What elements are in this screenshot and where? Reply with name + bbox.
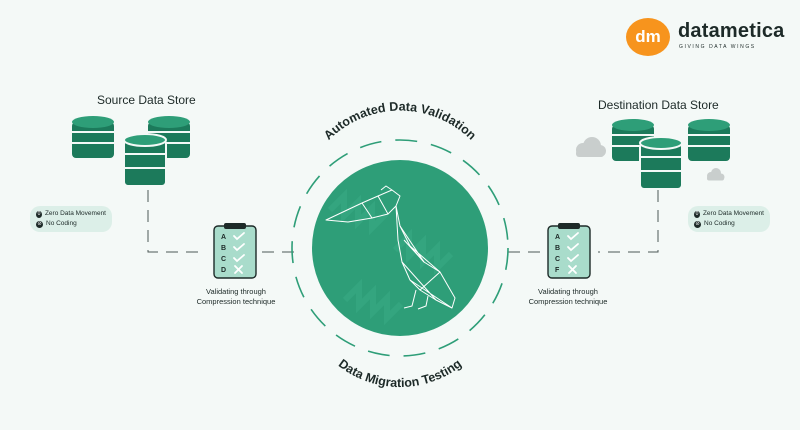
- checklist-letter: D: [221, 267, 226, 274]
- feature-item: 0 Zero Data Movement: [36, 209, 106, 219]
- no-code-icon: ⊘: [694, 220, 701, 228]
- feature-label: Zero Data Movement: [702, 210, 764, 217]
- no-code-icon: ⊘: [36, 220, 43, 228]
- migration-testing-label: Data Migration Testing: [336, 356, 464, 390]
- brand-logo-letters: dm: [635, 27, 661, 46]
- check-icon: [567, 243, 579, 252]
- source-store-title: Source Data Store: [97, 93, 196, 107]
- check-icon: [233, 243, 245, 252]
- checklist-letter: A: [221, 234, 226, 241]
- check-icon: [567, 254, 579, 263]
- caption-line: Validating through: [538, 287, 598, 296]
- checklist-letter: F: [555, 267, 560, 274]
- cloud-icon-small: [707, 168, 725, 181]
- zero-icon: 0: [694, 210, 700, 218]
- checklist-letter: B: [555, 245, 560, 252]
- source-checklist-icon: A B C D: [213, 223, 257, 279]
- caption-line: Validating through: [206, 287, 266, 296]
- checklist-letter: C: [221, 256, 226, 263]
- cross-icon: [234, 265, 243, 274]
- brand-name: datametica: [678, 20, 785, 42]
- caption-line: Compression technique: [196, 297, 276, 306]
- check-icon: [233, 254, 245, 263]
- source-database-icon: [72, 116, 190, 187]
- destination-checklist-icon: A B C F: [547, 223, 591, 279]
- feature-item: 0 Zero Data Movement: [694, 209, 764, 219]
- pelican-icon: [325, 185, 456, 310]
- source-connector: [147, 190, 300, 253]
- feature-item: ⊘ No Coding: [694, 219, 764, 229]
- validation-ring: [291, 139, 509, 357]
- check-icon: [567, 232, 579, 241]
- check-icon: [233, 232, 245, 241]
- checklist-letter: C: [555, 256, 560, 263]
- cross-icon: [568, 265, 577, 274]
- brand-tagline: GIVING DATA WINGS: [679, 44, 756, 50]
- destination-connector: [500, 190, 659, 253]
- caption-line: Compression technique: [528, 297, 608, 306]
- zero-icon: 0: [36, 210, 42, 218]
- checklist-letter: B: [221, 245, 226, 252]
- cloud-icon: [576, 137, 606, 157]
- automated-validation-label: Automated Data Validation: [321, 100, 479, 143]
- destination-features-pill: 0 Zero Data Movement ⊘ No Coding: [688, 206, 770, 232]
- destination-database-icon: [612, 119, 730, 190]
- brand-logo-mark: dm: [626, 18, 670, 56]
- source-caption: Validating through Compression technique: [176, 287, 296, 307]
- checklist-letter: A: [555, 234, 560, 241]
- source-features-pill: 0 Zero Data Movement ⊘ No Coding: [30, 206, 112, 232]
- feature-label: No Coding: [46, 220, 77, 227]
- feature-label: Zero Data Movement: [44, 210, 106, 217]
- destination-store-title: Destination Data Store: [598, 98, 719, 112]
- feature-item: ⊘ No Coding: [36, 219, 106, 229]
- destination-caption: Validating through Compression technique: [508, 287, 628, 307]
- feature-label: No Coding: [704, 220, 735, 227]
